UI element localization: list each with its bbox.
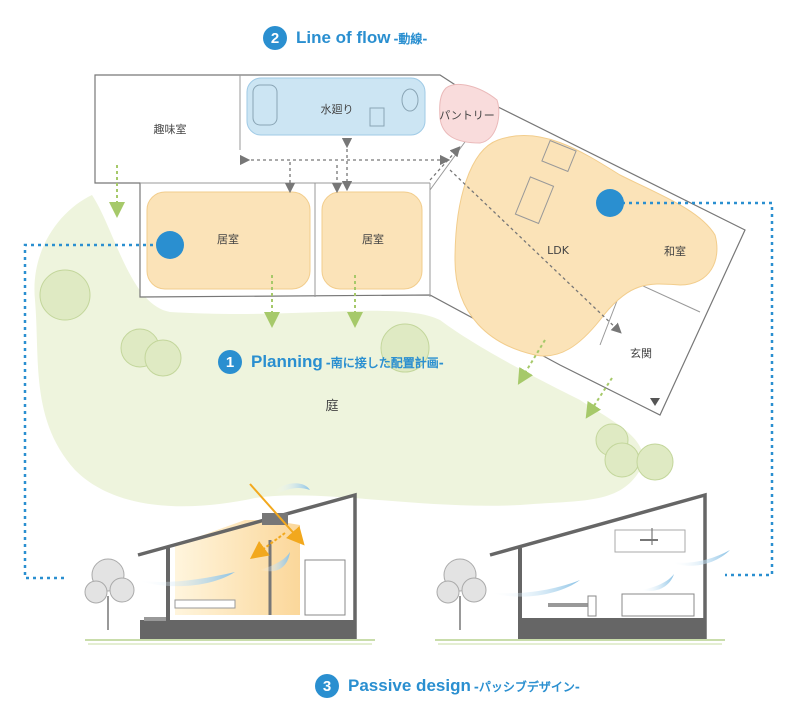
section-title: Line of flow	[296, 28, 391, 47]
section-number-badge: 2	[263, 26, 287, 50]
label-japanese-room: 和室	[664, 244, 686, 258]
entrance-arrow-icon	[650, 398, 660, 406]
section-subtitle: -南に接した配置計画-	[325, 355, 444, 370]
garden-area	[34, 195, 643, 507]
air-flow-path	[23, 201, 774, 580]
garden-flow-arrows	[109, 165, 613, 419]
room-center-area	[321, 191, 423, 290]
pantry-area	[439, 84, 500, 144]
label-wet-area: 水廻り	[321, 103, 354, 116]
section-header-passive-design: 3 Passive design -パッシブデザイン-	[315, 674, 580, 698]
room-left-area	[146, 191, 311, 290]
window-marker-right	[596, 189, 624, 217]
section-number-badge: 1	[218, 350, 242, 374]
wind-swirls	[135, 483, 730, 597]
window-marker-left	[156, 231, 184, 259]
label-room-center: 居室	[362, 232, 384, 246]
sun-ray-arrows	[249, 483, 305, 559]
label-entrance: 玄関	[630, 346, 652, 360]
section-number-badge: 3	[315, 674, 339, 698]
section-subtitle: -動線-	[393, 31, 428, 46]
label-ldk: LDK	[547, 244, 570, 257]
section-title: Planning	[251, 352, 323, 371]
section-header-line-of-flow: 2 Line of flow -動線-	[263, 26, 427, 50]
section-trees	[84, 558, 487, 630]
wet-area	[246, 77, 426, 136]
circulation-arrows	[239, 137, 622, 334]
label-pantry: パントリー	[439, 109, 495, 122]
section-right	[489, 492, 707, 640]
label-garden: 庭	[325, 398, 338, 414]
section-subtitle: -パッシブデザイン-	[473, 679, 580, 694]
ground-lines	[85, 639, 725, 645]
section-left	[137, 492, 357, 640]
garden-trees	[39, 269, 674, 481]
section-title: Passive design	[348, 676, 471, 695]
ldk-area	[454, 135, 718, 357]
label-room-left: 居室	[217, 232, 239, 246]
kitchen-counter	[514, 139, 577, 225]
label-hobby-room: 趣味室	[154, 122, 187, 136]
section-header-planning: 1 Planning -南に接した配置計画-	[218, 350, 444, 374]
